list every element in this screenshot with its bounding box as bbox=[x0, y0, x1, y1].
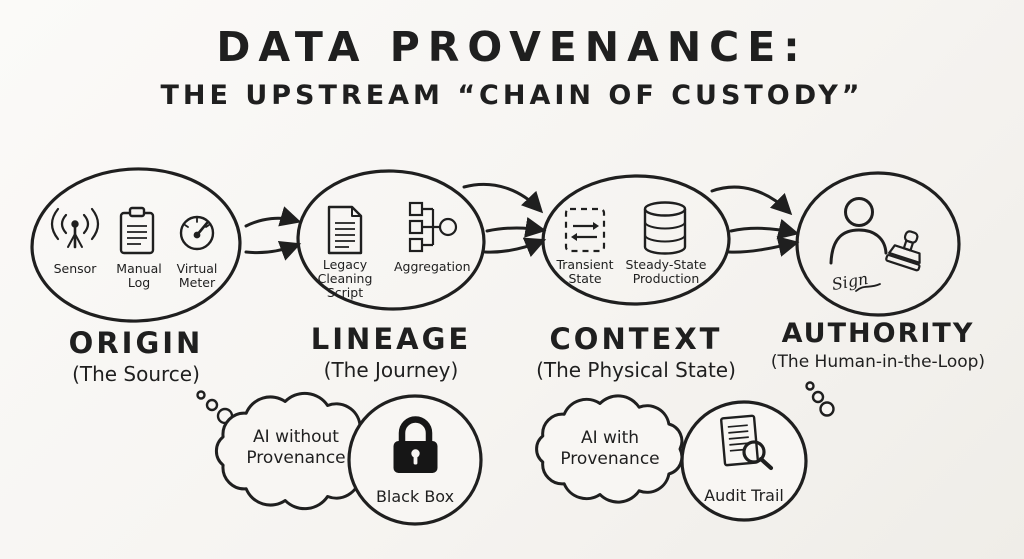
steady-state-icon bbox=[643, 201, 687, 255]
stamp-icon bbox=[885, 230, 921, 272]
thought-dot bbox=[805, 381, 815, 391]
thought-dot bbox=[819, 401, 835, 417]
arrow-lineage-context-bottom bbox=[483, 237, 547, 257]
audit-trail-label: Audit Trail bbox=[704, 486, 784, 505]
thought-dot bbox=[196, 390, 206, 400]
ai-without-provenance-cloud bbox=[214, 391, 376, 511]
context-stage-label: CONTEXT bbox=[549, 322, 723, 356]
authority-stage-label: AUTHORITY bbox=[781, 318, 975, 349]
lineage-stage-subtitle: (The Journey) bbox=[323, 358, 459, 382]
transient-state-label: Transient State bbox=[556, 257, 614, 286]
thought-clouds bbox=[214, 391, 684, 511]
thought-trails bbox=[196, 381, 835, 425]
arrow-context-authority-mid bbox=[729, 218, 800, 240]
arrow-origin-lineage-top bbox=[244, 206, 302, 228]
sensor-icon bbox=[50, 207, 100, 249]
steady-state-production-label: Steady-State Production bbox=[625, 257, 707, 286]
origin-stage-subtitle: (The Source) bbox=[72, 362, 200, 386]
manual-log-icon bbox=[119, 206, 155, 255]
origin-bubble bbox=[30, 167, 242, 323]
sensor-label: Sensor bbox=[53, 261, 97, 276]
arrow-context-authority-top bbox=[710, 185, 793, 216]
context-bubble bbox=[541, 174, 731, 306]
flow-arrows bbox=[244, 182, 800, 261]
ai-with-provenance-label: AI with Provenance bbox=[560, 428, 660, 470]
context-stage-subtitle: (The Physical State) bbox=[536, 358, 736, 382]
aggregation-icon bbox=[408, 201, 458, 253]
aggregation-label: Aggregation bbox=[394, 259, 471, 274]
black-box-icon bbox=[393, 416, 438, 473]
legacy-script-icon bbox=[327, 205, 363, 255]
audit-trail-icon bbox=[720, 414, 774, 471]
thought-dot bbox=[205, 398, 219, 412]
black-box-label: Black Box bbox=[375, 487, 455, 506]
origin-stage-label: ORIGIN bbox=[68, 326, 204, 360]
arrow-lineage-context-top bbox=[462, 182, 544, 214]
transient-state-icon bbox=[564, 207, 606, 253]
authority-stage-subtitle: (The Human-in-the-Loop) bbox=[770, 352, 986, 372]
stage-bubbles bbox=[30, 167, 961, 323]
manual-log-label: Manual Log bbox=[116, 261, 162, 290]
virtual-meter-icon bbox=[179, 215, 215, 251]
diagram-subtitle: THE UPSTREAM “CHAIN OF CUSTODY” bbox=[160, 80, 864, 111]
legacy-cleaning-script-label: Legacy Cleaning Script bbox=[317, 257, 373, 300]
authority-bubble bbox=[795, 171, 961, 317]
lineage-bubble bbox=[296, 169, 486, 311]
arrow-context-authority-bottom bbox=[727, 236, 800, 257]
arrow-lineage-context-mid bbox=[485, 217, 547, 238]
ai-without-provenance-label: AI without Provenance bbox=[246, 427, 346, 469]
diagram-title: DATA PROVENANCE: bbox=[216, 23, 808, 71]
authority-icon bbox=[829, 197, 888, 292]
virtual-meter-label: Virtual Meter bbox=[176, 261, 218, 290]
ai-with-provenance-cloud bbox=[535, 394, 684, 504]
arrow-origin-lineage-bottom bbox=[244, 240, 302, 261]
thought-dot bbox=[811, 390, 825, 404]
lineage-stage-label: LINEAGE bbox=[310, 322, 472, 356]
